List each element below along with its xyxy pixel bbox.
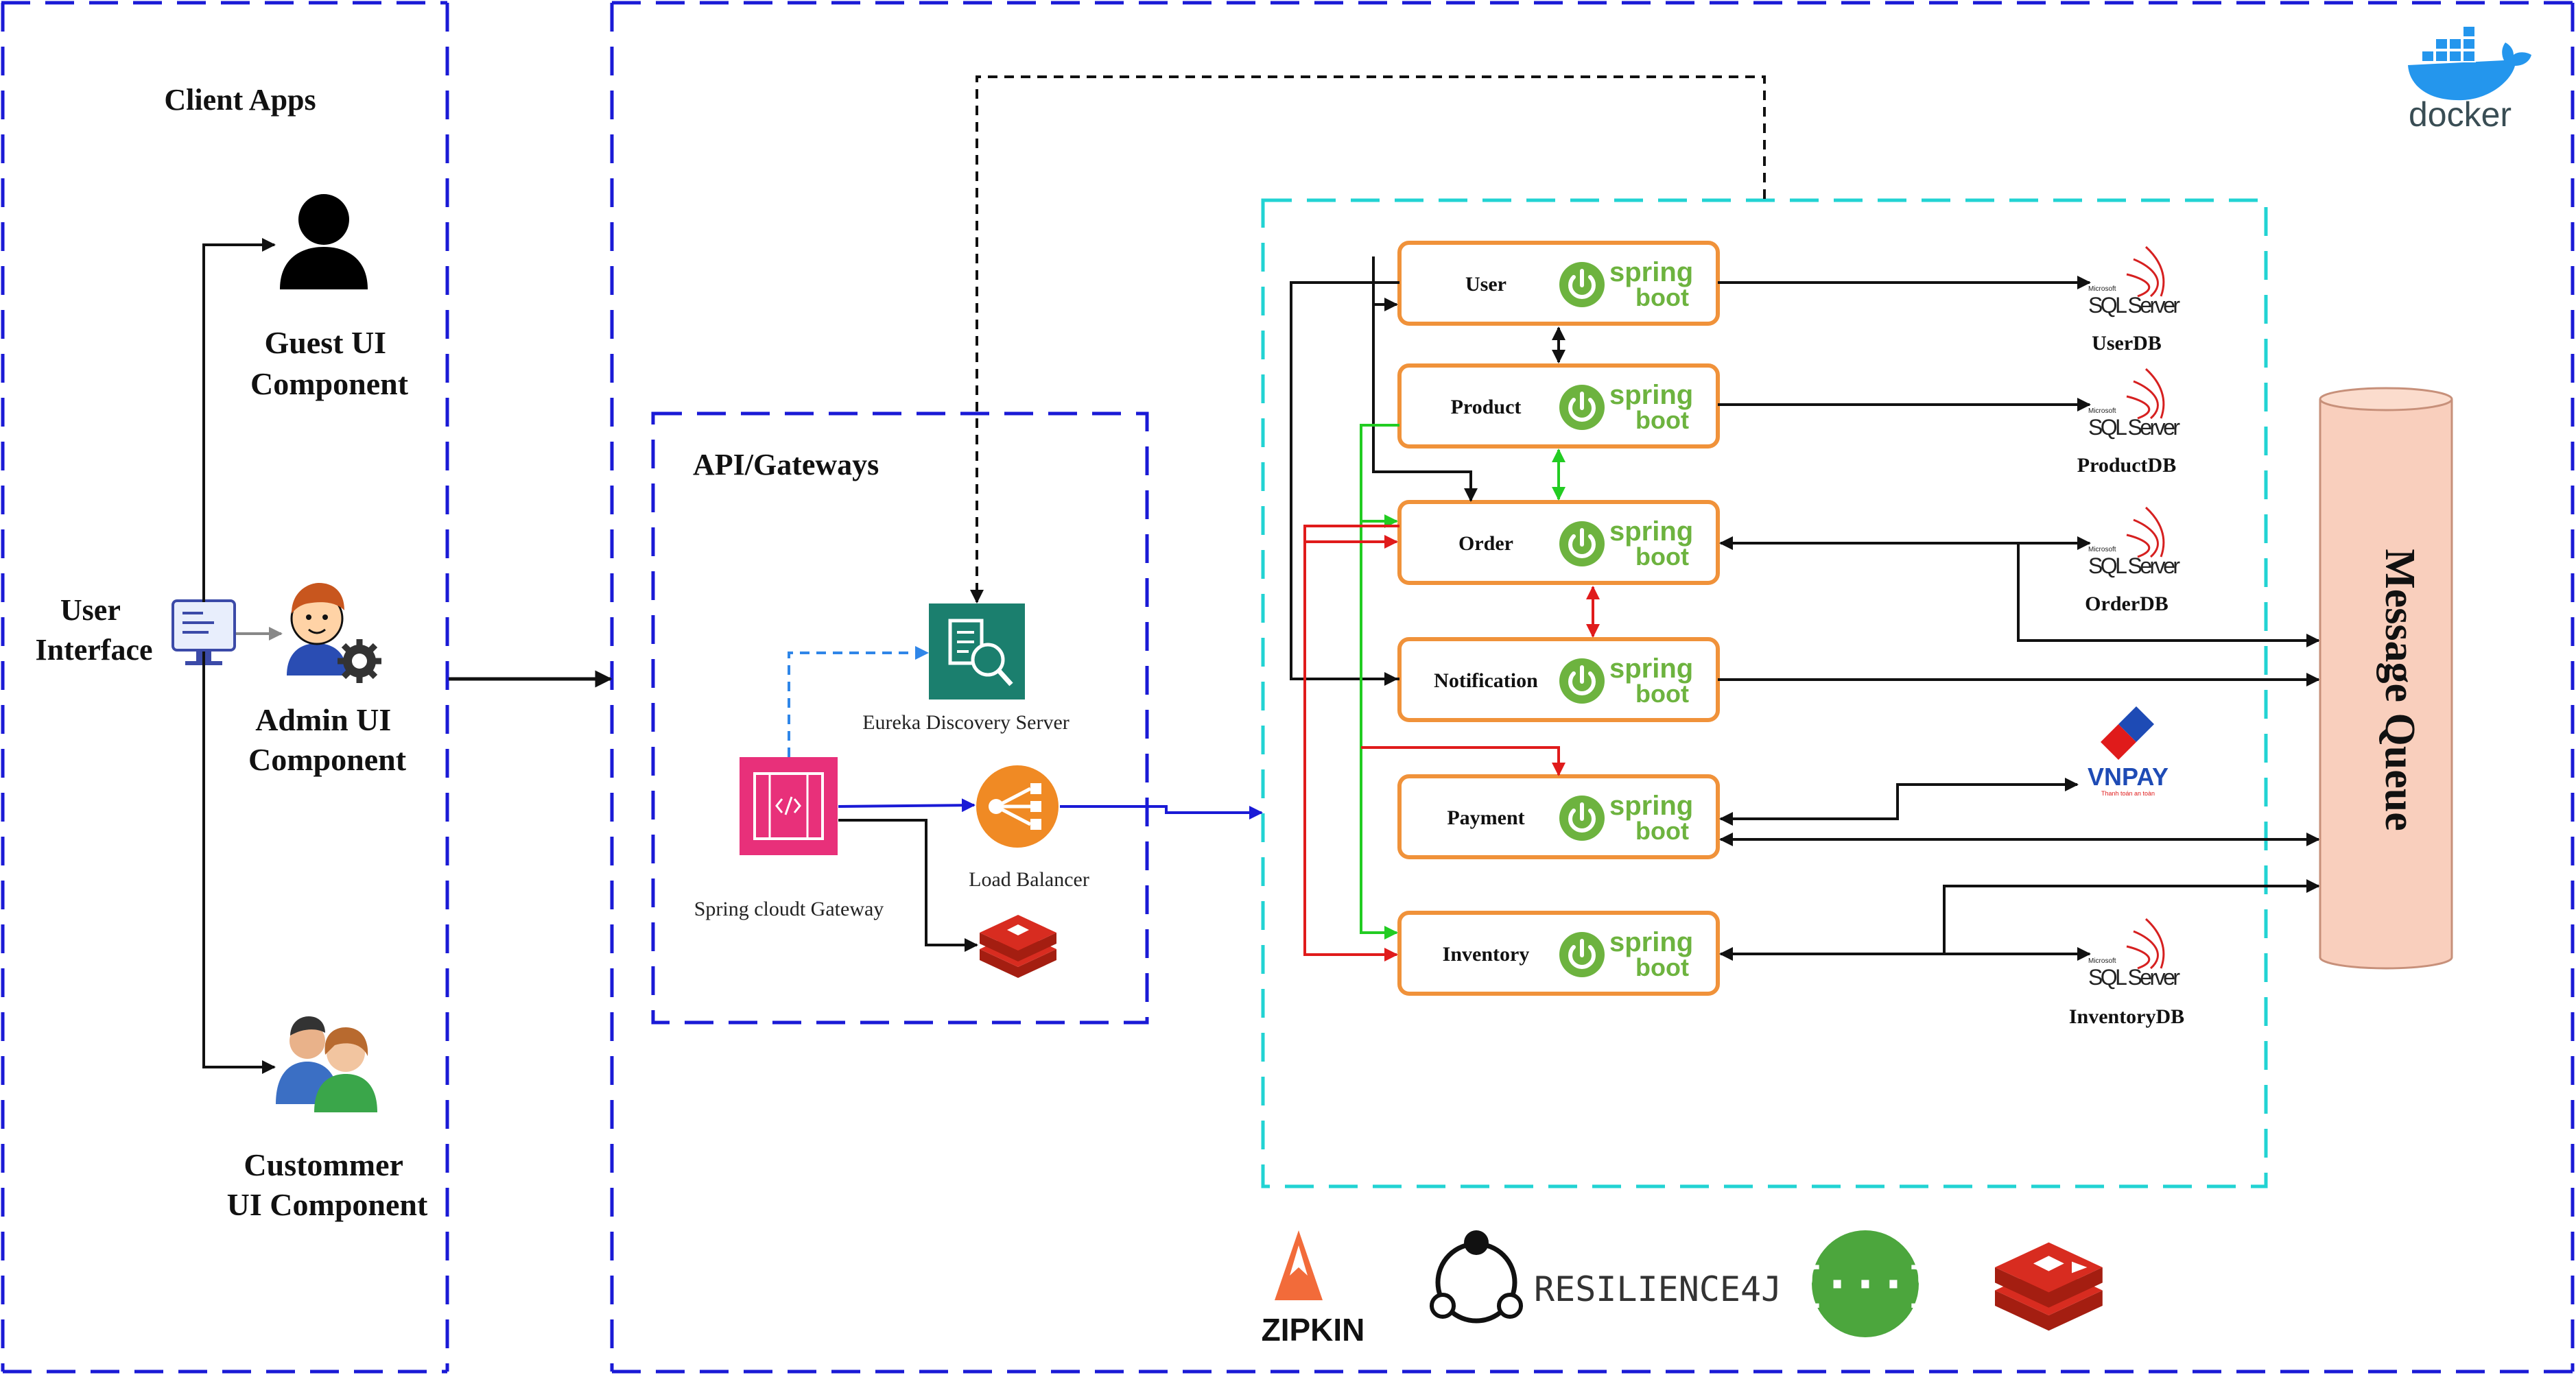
eureka-label: Eureka Discovery Server xyxy=(862,711,1070,734)
computer-icon xyxy=(172,599,236,665)
inventorydb-label: InventoryDB xyxy=(2069,1005,2184,1028)
vnpay-tagline: Thanh toán an toàn xyxy=(2101,790,2155,797)
load-balancer-to-services-arrow xyxy=(1060,805,1263,820)
zipkin-text: ZIPKIN xyxy=(1262,1312,1365,1348)
gateway-to-load-balancer-arrow xyxy=(838,798,976,813)
service-name: Product xyxy=(1451,396,1522,418)
user-interface-label: User Interface xyxy=(35,593,152,667)
service-name: Payment xyxy=(1447,806,1524,829)
spring-text: spring xyxy=(1609,257,1693,287)
svg-text:{···}: {···} xyxy=(1795,1258,1936,1312)
docker-text: docker xyxy=(2409,95,2512,134)
productdb-label: ProductDB xyxy=(2077,454,2176,477)
sql-server-text: SQL Server xyxy=(2088,415,2180,440)
spring-text: spring xyxy=(1609,654,1693,684)
boot-text: boot xyxy=(1635,406,1689,434)
sql-server-text: SQL Server xyxy=(2088,553,2180,578)
admin-ui-component-label: Admin UI Component xyxy=(248,702,407,777)
admin-support-icon xyxy=(287,583,381,683)
api-gateway-title: API/Gateways xyxy=(693,448,879,481)
gateway-to-eureka-arrow xyxy=(788,646,929,757)
load-balancer-label: Load Balancer xyxy=(969,868,1089,891)
redis-logo xyxy=(1995,1242,2103,1331)
sql-server-text: SQL Server xyxy=(2088,293,2180,318)
docker-logo: docker xyxy=(2408,25,2531,134)
spring-text: spring xyxy=(1609,516,1693,547)
gateway-to-redis-arrow xyxy=(838,819,978,952)
microsoft-text: Microsoft xyxy=(2088,285,2116,293)
api-gateway-boundary xyxy=(651,411,1149,1025)
service-name: User xyxy=(1465,273,1506,296)
services-to-eureka-dashed-arrow xyxy=(970,75,1766,603)
spring-text: spring xyxy=(1609,791,1693,821)
microsoft-text: Microsoft xyxy=(2088,546,2116,553)
customer-users-icon xyxy=(276,1016,377,1112)
boot-text: boot xyxy=(1635,953,1689,981)
zipkin-logo: ZIPKIN xyxy=(1262,1230,1365,1348)
external-connectors xyxy=(1718,276,2320,961)
customer-ui-component-label: Custommer UI Component xyxy=(227,1147,428,1222)
spring-text: spring xyxy=(1609,380,1693,410)
boot-text: boot xyxy=(1635,817,1689,845)
resilience4j-text: RESILIENCE4J xyxy=(1534,1269,1782,1309)
service-connectors xyxy=(1290,256,1600,961)
message-queue-cylinder xyxy=(2319,387,2453,970)
swagger-logo: {···} xyxy=(1795,1230,1936,1337)
guest-user-icon xyxy=(280,194,368,289)
orderdb-label: OrderDB xyxy=(2085,593,2169,615)
microsoft-text: Microsoft xyxy=(2088,407,2116,415)
vnpay-text: VNPAY xyxy=(2088,763,2169,791)
spring-gateway-label: Spring cloudt Gateway xyxy=(694,898,884,920)
guest-ui-component-label: Guest UI Component xyxy=(250,325,409,401)
client-branch-connectors xyxy=(202,238,276,1074)
boot-text: boot xyxy=(1635,680,1689,708)
resilience4j-logo: RESILIENCE4J xyxy=(1430,1230,1782,1324)
client-apps-boundary xyxy=(1,1,449,1374)
boot-text: boot xyxy=(1635,283,1689,311)
redis-cache-icon xyxy=(980,915,1056,978)
services-boundary xyxy=(1261,198,2268,1188)
message-queue-label: Message Queue xyxy=(2376,549,2423,831)
service-name: Notification xyxy=(1434,669,1538,692)
client-apps-title: Client Apps xyxy=(164,83,316,117)
userdb-label: UserDB xyxy=(2092,332,2162,355)
service-name: Inventory xyxy=(1443,943,1530,966)
spring-text: spring xyxy=(1609,927,1693,957)
boot-text: boot xyxy=(1635,542,1689,571)
api-gateway-icon xyxy=(740,757,838,855)
sql-server-text: SQL Server xyxy=(2088,965,2180,990)
vnpay-logo: VNPAY Thanh toán an toàn xyxy=(2088,706,2169,797)
eureka-discovery-icon xyxy=(929,603,1025,700)
load-balancer-icon xyxy=(976,765,1059,848)
service-name: Order xyxy=(1458,532,1513,555)
microsoft-text: Microsoft xyxy=(2088,957,2116,965)
